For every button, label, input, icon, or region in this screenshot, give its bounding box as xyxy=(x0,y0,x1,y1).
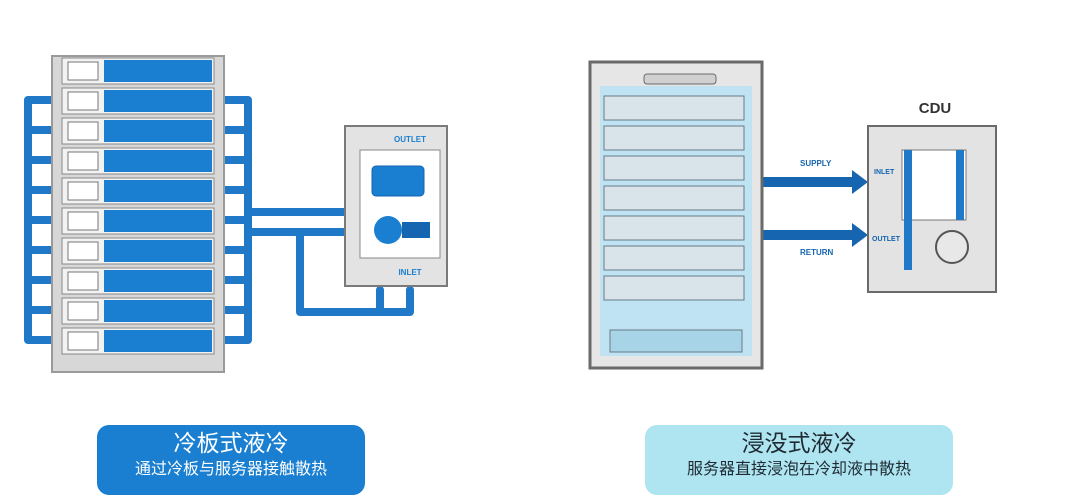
immersion-servers xyxy=(603,95,745,301)
cold-plate-inlet-label: INLET xyxy=(398,268,421,277)
server-unit xyxy=(61,57,215,85)
supply-pipe xyxy=(762,177,854,187)
tank-handle xyxy=(643,73,717,85)
server-unit xyxy=(61,267,215,295)
motor-icon xyxy=(402,222,430,238)
cdu-outlet-label: OUTLET xyxy=(872,236,901,243)
immersed-server xyxy=(603,125,745,151)
pump-icon xyxy=(374,216,402,244)
cold-plate-servers xyxy=(61,57,215,355)
immersed-server xyxy=(603,185,745,211)
heat-exchanger-icon xyxy=(371,165,425,197)
server-unit xyxy=(61,87,215,115)
cold-plate-subtitle: 通过冷板与服务器接触散热 xyxy=(134,459,327,478)
cold-plate-title: 冷板式液冷 xyxy=(173,431,289,457)
cold-plate-outlet-label: OUTLET xyxy=(394,135,426,144)
server-unit xyxy=(61,177,215,205)
cold-plate-caption: 冷板式液冷 通过冷板与服务器接触散热 xyxy=(97,425,365,495)
immersion-system: SUPPLY RETURN CDU INLET OUTLET xyxy=(588,60,997,370)
cold-plate-system: OUTLET INLET xyxy=(24,55,448,373)
server-unit xyxy=(61,297,215,325)
tank-base xyxy=(609,329,743,353)
server-unit xyxy=(61,327,215,355)
cdu-pump-icon xyxy=(935,230,969,264)
cdu-pipe xyxy=(956,150,964,220)
immersed-server xyxy=(603,275,745,301)
diagram-canvas: OUTLET INLET SUPPLY RETURN CDU xyxy=(24,55,997,373)
immersed-server xyxy=(603,95,745,121)
immersion-subtitle: 服务器直接浸泡在冷却液中散热 xyxy=(686,459,911,478)
supply-arrow-icon xyxy=(852,170,868,194)
immersed-server xyxy=(603,245,745,271)
server-unit xyxy=(61,237,215,265)
immersed-server xyxy=(603,215,745,241)
immersed-server xyxy=(603,155,745,181)
return-arrow-icon xyxy=(852,223,868,247)
server-unit xyxy=(61,117,215,145)
cdu-inlet-label: INLET xyxy=(874,169,895,176)
immersion-title: 浸没式液冷 xyxy=(741,431,857,457)
cdu-heat-exchanger-icon xyxy=(901,149,967,221)
server-unit xyxy=(61,207,215,235)
cdu-pipe xyxy=(904,150,912,270)
server-unit xyxy=(61,147,215,175)
cdu-title: CDU xyxy=(919,100,952,117)
cold-plate-pipes xyxy=(24,96,414,344)
immersion-caption: 浸没式液冷 服务器直接浸泡在冷却液中散热 xyxy=(645,425,953,495)
return-label: RETURN xyxy=(800,248,834,257)
supply-label: SUPPLY xyxy=(800,159,832,168)
return-pipe xyxy=(762,230,854,240)
